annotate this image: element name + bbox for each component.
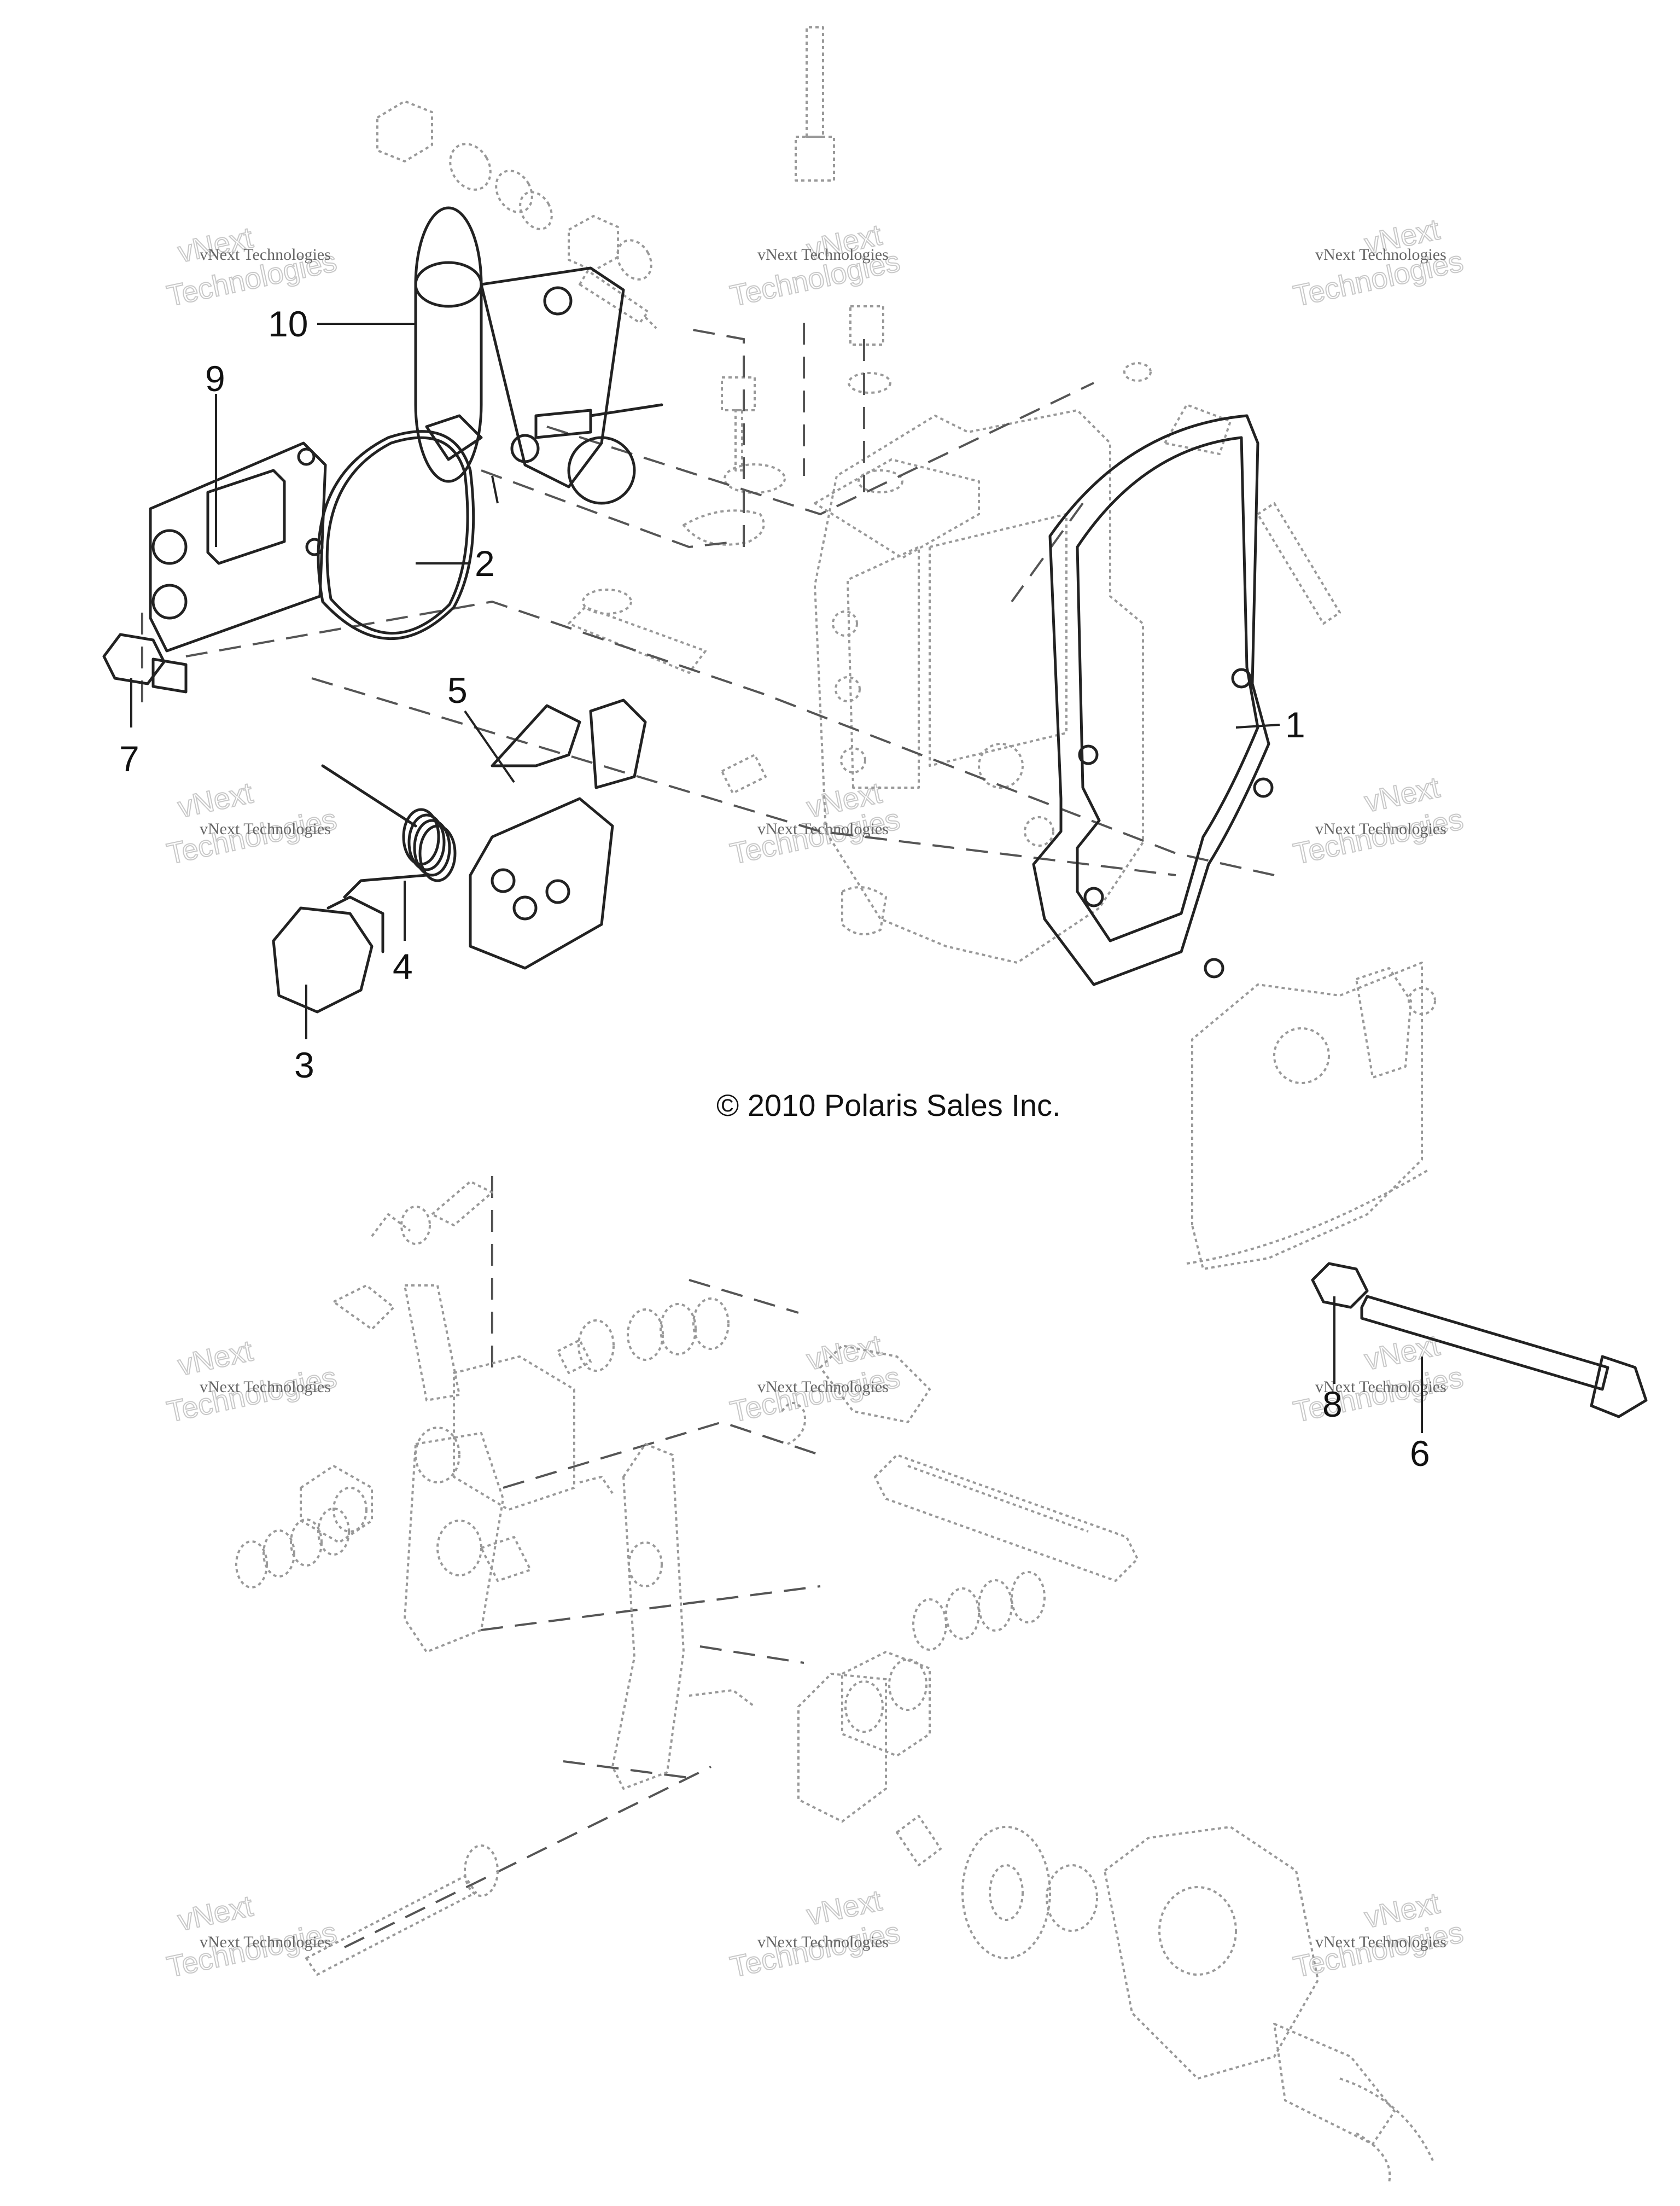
svg-text:9: 9 <box>205 358 225 399</box>
svg-text:vNext Technologies: vNext Technologies <box>1315 1378 1446 1396</box>
svg-text:3: 3 <box>294 1045 314 1085</box>
callout-8: 8 <box>1322 1296 1343 1424</box>
svg-text:vNext: vNext <box>175 1334 256 1382</box>
part-5-bracket <box>469 699 647 970</box>
svg-text:vNext Technologies: vNext Technologies <box>200 246 331 264</box>
svg-text:vNext: vNext <box>175 776 256 824</box>
watermark: vNext Technologies vNext Technologies <box>1290 1328 1467 1429</box>
part-9-cover-plate <box>149 441 327 653</box>
svg-text:vNext Technologies: vNext Technologies <box>1315 1933 1446 1951</box>
watermark: vNext Technologies vNext Technologies <box>1290 212 1467 313</box>
svg-text:2: 2 <box>475 543 495 584</box>
svg-text:6: 6 <box>1410 1433 1430 1474</box>
watermark: vNext Technologies vNext Technologies <box>727 218 903 313</box>
callout-2: 2 <box>416 543 495 584</box>
watermark: vNext Technologies vNext Technologies <box>164 776 340 871</box>
svg-text:4: 4 <box>393 946 413 987</box>
svg-text:vNext Technologies: vNext Technologies <box>757 820 889 838</box>
svg-text:10: 10 <box>268 304 308 344</box>
part-10-solenoid <box>414 206 663 505</box>
part-1-gasket <box>1032 414 1274 986</box>
watermark: vNext Technologies vNext Technologies <box>164 220 340 313</box>
svg-text:vNext Technologies: vNext Technologies <box>1315 820 1446 838</box>
svg-text:vNext Technologies: vNext Technologies <box>200 1933 331 1951</box>
svg-text:vNext Technologies: vNext Technologies <box>757 1933 889 1951</box>
ghost-upper-parts <box>376 26 1341 964</box>
ghost-lower-assembly <box>235 1176 1434 2183</box>
callout-9: 9 <box>205 358 225 547</box>
svg-text:7: 7 <box>119 738 139 779</box>
svg-text:8: 8 <box>1322 1384 1343 1424</box>
right-subview-housing <box>1186 962 1436 1270</box>
callout-3: 3 <box>294 985 314 1085</box>
watermark: vNext Technologies vNext Technologies <box>1290 1886 1467 1984</box>
callout-5: 5 <box>447 670 515 783</box>
callout-1: 1 <box>1235 705 1305 745</box>
part-4-spring <box>321 764 457 899</box>
callout-10: 10 <box>268 304 416 344</box>
part-7-bolt <box>102 633 188 694</box>
part-8-nut <box>1311 1262 1369 1309</box>
copyright-text: © 2010 Polaris Sales Inc. <box>716 1088 1061 1122</box>
part-3-plug <box>272 895 384 1014</box>
assembly-lines-upper <box>141 323 1275 876</box>
svg-text:1: 1 <box>1285 705 1305 745</box>
watermark: vNext Technologies vNext Technologies <box>164 1334 340 1429</box>
svg-text:vNext Technologies: vNext Technologies <box>200 820 331 838</box>
watermark: vNext Technologies vNext Technologies <box>727 776 903 871</box>
svg-text:vNext Technologies: vNext Technologies <box>200 1378 331 1396</box>
watermark: vNext Technologies vNext Technologies <box>727 1883 903 1984</box>
callout-4: 4 <box>393 881 413 987</box>
svg-text:vNext Technologies: vNext Technologies <box>757 246 889 264</box>
svg-text:vNext Technologies: vNext Technologies <box>757 1378 889 1396</box>
part-6-bolt <box>1360 1295 1648 1418</box>
svg-text:vNext Technologies: vNext Technologies <box>1315 246 1446 264</box>
part-2-gasket <box>317 430 475 640</box>
watermark: vNext Technologies vNext Technologies <box>727 1328 903 1429</box>
callout-7: 7 <box>119 678 139 779</box>
svg-text:5: 5 <box>447 670 468 711</box>
svg-text:vNext: vNext <box>175 1889 256 1937</box>
callout-6: 6 <box>1410 1357 1430 1474</box>
watermark: vNext Technologies vNext Technologies <box>1290 770 1467 871</box>
